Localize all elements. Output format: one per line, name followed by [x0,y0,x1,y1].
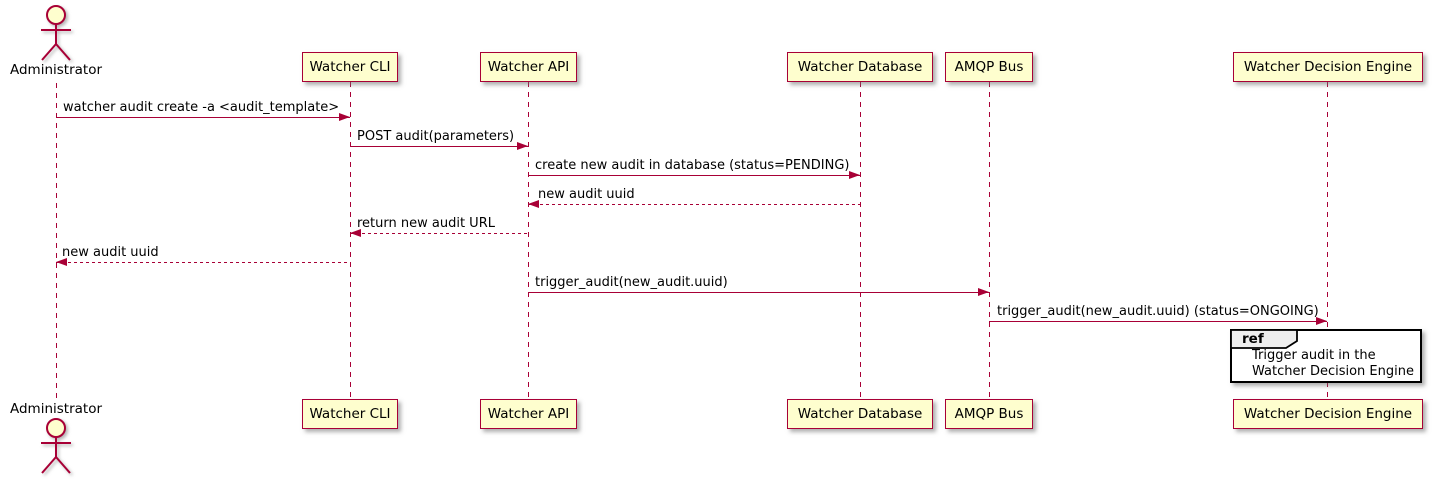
actor-label: Administrator [9,62,103,78]
participant-label: Watcher Decision Engine [1243,59,1413,75]
message-2-arrowhead [517,141,528,150]
message-3-arrowhead [849,170,860,179]
participant-watcher-cli-top: Watcher CLI [302,52,398,82]
ref-text-line-1: Trigger audit in the [1252,348,1376,363]
message-3-label: create new audit in database (status=PEN… [535,158,850,173]
message-7-arrowhead [978,287,989,296]
actor-administrator-top: Administrator [6,4,106,78]
lifeline-administrator [56,83,57,403]
message-3-line [528,175,860,176]
ref-fragment: ref Trigger audit in the Watcher Decisio… [1230,329,1422,383]
participant-watcher-cli-bottom: Watcher CLI [302,399,398,429]
lifeline-watcher-api [528,82,529,399]
message-1-arrowhead [339,112,350,121]
message-4-arrowhead [528,199,539,208]
message-1-line [56,117,350,118]
message-7-label: trigger_audit(new_audit.uuid) [535,275,728,290]
message-5-line [350,233,528,234]
lifeline-amqp-bus [989,82,990,399]
message-2-label: POST audit(parameters) [357,129,515,144]
message-8-label: trigger_audit(new_audit.uuid) (status=ON… [997,304,1319,319]
participant-watcher-api-bottom: Watcher API [480,399,577,429]
message-7-line [528,292,989,293]
lifeline-watcher-database [860,82,861,399]
message-6-arrowhead [56,257,67,266]
message-6-line [56,262,350,263]
actor-icon [41,418,71,474]
participant-watcher-decision-engine-bottom: Watcher Decision Engine [1233,399,1423,429]
participant-watcher-database-top: Watcher Database [787,52,933,82]
participant-watcher-api-top: Watcher API [480,52,577,82]
actor-label: Administrator [9,401,103,417]
actor-icon [41,5,71,61]
message-4-line [528,204,860,205]
participant-label: Watcher API [487,406,570,422]
lifeline-watcher-cli [350,82,351,399]
message-8-arrowhead [1316,316,1327,325]
message-5-arrowhead [350,228,361,237]
participant-label: Watcher CLI [309,59,391,75]
participant-watcher-database-bottom: Watcher Database [787,399,933,429]
participant-label: Watcher Database [797,59,923,75]
message-1-label: watcher audit create -a <audit_template> [63,100,340,115]
actor-administrator-bottom: Administrator [6,401,106,475]
participant-amqp-bus-bottom: AMQP Bus [945,399,1033,429]
lifeline-watcher-decision-engine [1327,82,1328,399]
participant-label: AMQP Bus [954,59,1024,75]
participant-label: AMQP Bus [954,406,1024,422]
ref-keyword: ref [1242,331,1264,347]
ref-text-line-2: Watcher Decision Engine [1252,364,1414,379]
participant-label: Watcher API [487,59,570,75]
participant-label: Watcher Database [797,406,923,422]
participant-watcher-decision-engine-top: Watcher Decision Engine [1233,52,1423,82]
message-2-line [350,146,528,147]
ref-content: Trigger audit in the Watcher Decision En… [1252,348,1414,380]
participant-label: Watcher CLI [309,406,391,422]
message-6-label: new audit uuid [62,245,159,260]
ref-tab-shape [1230,329,1298,349]
message-5-label: return new audit URL [357,216,495,231]
participant-amqp-bus-top: AMQP Bus [945,52,1033,82]
participant-label: Watcher Decision Engine [1243,406,1413,422]
message-4-label: new audit uuid [538,187,635,202]
message-8-line [989,321,1327,322]
